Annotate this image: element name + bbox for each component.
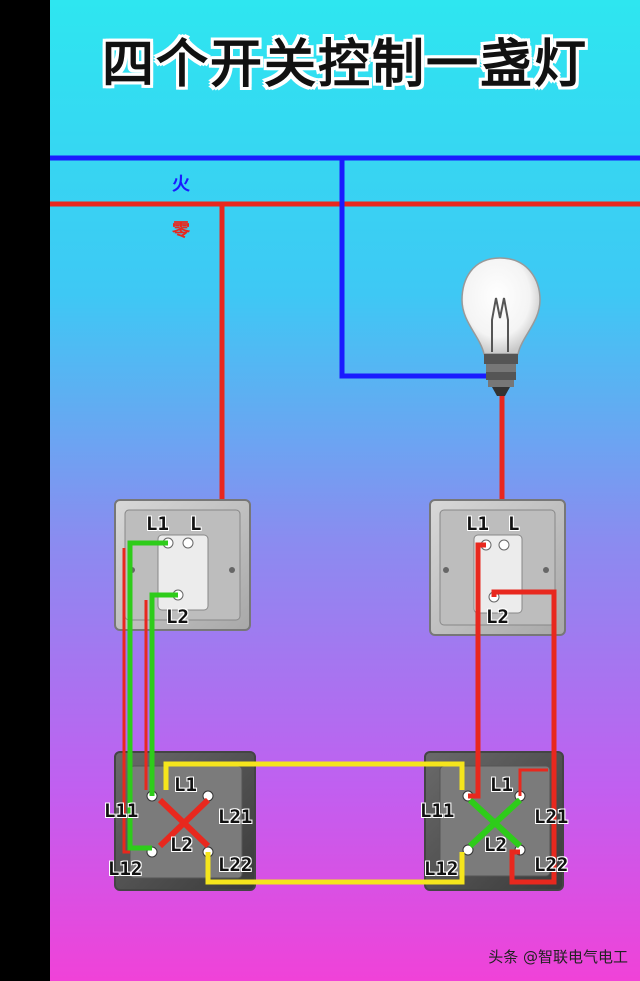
red-wire-right-l2: [491, 589, 557, 885]
terminal-label: L21: [218, 806, 253, 828]
terminal-label: L2: [166, 606, 189, 628]
red-wire-right-l1: [468, 542, 486, 799]
terminal-label: L2: [484, 834, 507, 856]
green-wire-l1-to-l12: [127, 540, 168, 851]
terminal-label: L11: [420, 800, 455, 822]
yellow-wire-top: [163, 761, 465, 790]
neutral-label: 零: [172, 220, 190, 241]
red-wire-left-outer: [122, 548, 130, 854]
single-switch-right: [429, 499, 566, 636]
terminal-label: L11: [104, 800, 139, 822]
terminal-label: L1: [174, 774, 197, 796]
light-bulb-icon: [461, 257, 541, 396]
terminal-label: L22: [534, 854, 569, 876]
terminal-label: L2: [170, 834, 193, 856]
terminal-label: L2: [486, 606, 509, 628]
red-wire-right-l21: [518, 768, 548, 796]
terminal-label: L12: [108, 858, 143, 880]
terminal-label: L12: [424, 858, 459, 880]
terminal-label: L22: [218, 854, 253, 876]
live-to-lamp-wire: [339, 158, 493, 379]
terminal-label: L21: [534, 806, 569, 828]
terminal-label: L: [508, 513, 520, 535]
terminal-label: L1: [466, 513, 489, 535]
terminal-label: L1: [146, 513, 169, 535]
terminal-label: L: [190, 513, 202, 535]
terminal-label: L1: [490, 774, 513, 796]
watermark: 头条 @智联电气电工: [488, 948, 628, 966]
live-label: 火: [172, 174, 190, 195]
page-title: 四个开关控制一盏灯: [101, 34, 588, 95]
green-wire-l2-to-l11: [149, 592, 178, 796]
yellow-wire-bottom: [205, 852, 465, 885]
